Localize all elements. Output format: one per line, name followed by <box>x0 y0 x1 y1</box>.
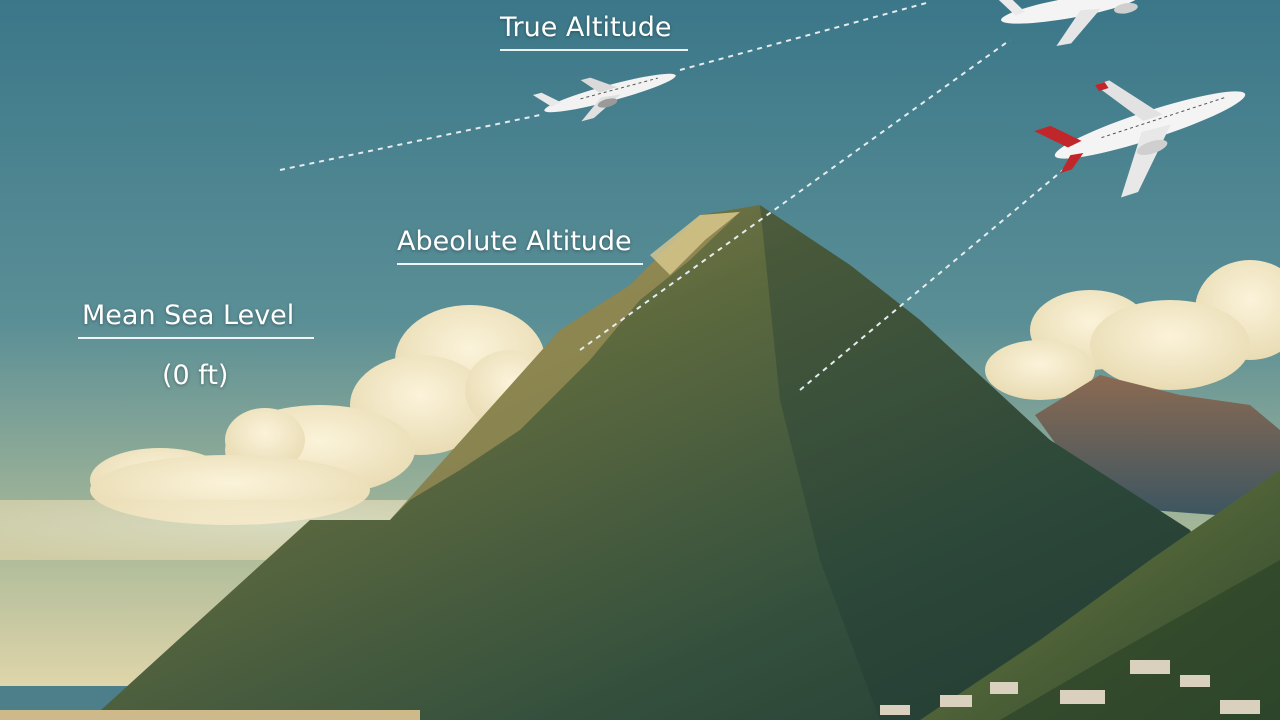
airplane-icon <box>532 73 676 122</box>
true-altitude-text: True Altitude <box>500 12 672 43</box>
shore <box>0 710 420 720</box>
airplane-icon <box>997 0 1139 46</box>
mean-sea-level-text: Mean Sea Level <box>82 300 295 331</box>
absolute-altitude-label: Abeolute Altitude <box>397 226 643 265</box>
mean-sea-level-label: Mean Sea Level <box>78 300 314 339</box>
true-altitude-label: True Altitude <box>500 12 688 51</box>
mean-sea-level-underline <box>78 337 314 339</box>
town <box>880 660 1260 715</box>
altitude-guide-lines <box>279 1 1076 391</box>
mean-sea-level-value: (0 ft) <box>162 360 229 391</box>
true-altitude-underline <box>500 49 688 51</box>
airplane-icon <box>1034 80 1246 198</box>
absolute-altitude-underline <box>397 263 643 265</box>
absolute-altitude-text: Abeolute Altitude <box>397 226 632 257</box>
cloud-icon <box>985 260 1280 400</box>
distant-mountain <box>1035 375 1280 520</box>
